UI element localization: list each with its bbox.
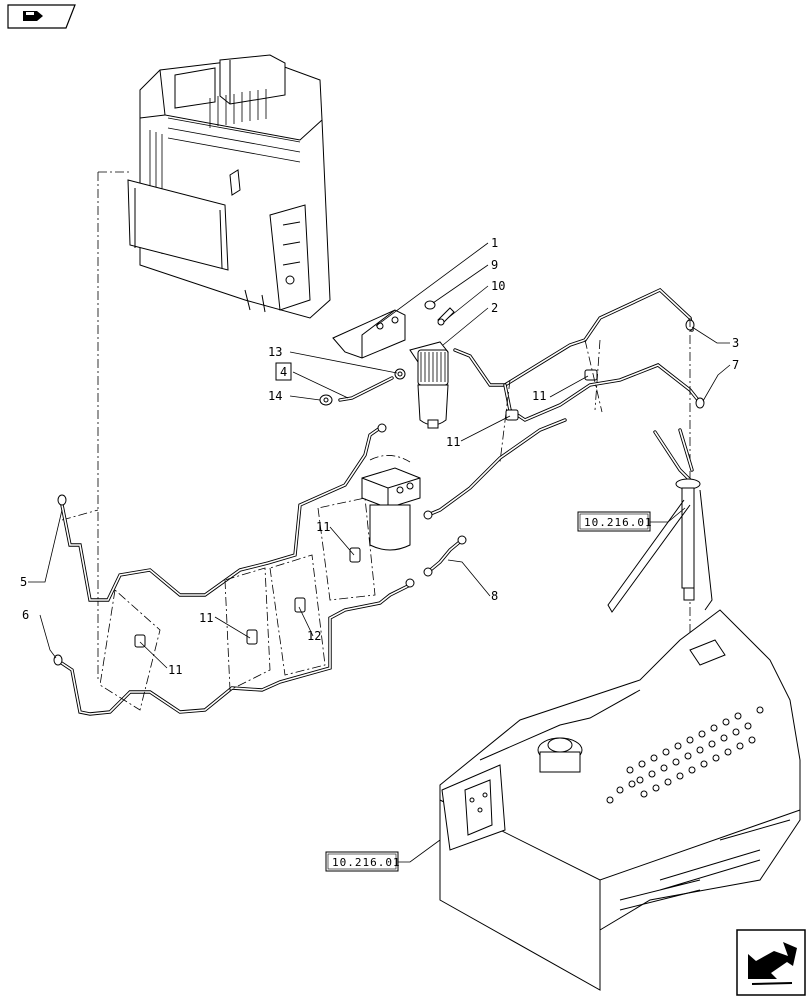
fuel-level-sender — [607, 428, 713, 613]
callout-11-b: 11 — [446, 435, 460, 449]
fitting-14 — [319, 394, 333, 406]
callout-7: 7 — [732, 358, 739, 372]
callout-2: 2 — [491, 301, 498, 315]
callout-14: 14 — [268, 389, 282, 403]
leader-lines — [28, 242, 731, 863]
callout-labels: 1 9 10 2 13 4 14 3 7 11 11 11 11 11 12 8… — [20, 236, 739, 677]
fuel-filter — [409, 341, 449, 429]
callout-11-d: 11 — [199, 611, 213, 625]
water-separator — [361, 455, 421, 551]
callout-4: 4 — [280, 365, 287, 379]
lower-fuel-lines — [53, 423, 467, 716]
callout-10: 10 — [491, 279, 505, 293]
book-pointer-icon[interactable] — [7, 4, 76, 29]
next-page-arrow-icon[interactable] — [736, 929, 806, 996]
callout-11-c: 11 — [316, 520, 330, 534]
reference-lower[interactable]: 10.216.01 — [325, 851, 401, 872]
reference-upper-text: 10.216.01 — [584, 516, 653, 529]
bolt-set — [424, 300, 455, 326]
fuel-lines — [426, 287, 705, 517]
callout-5: 5 — [20, 575, 27, 589]
fitting-13 — [394, 368, 406, 380]
callout-8: 8 — [491, 589, 498, 603]
filter-bracket — [332, 309, 406, 359]
engine-control-unit — [127, 54, 331, 319]
callout-4-box: 4 — [275, 362, 292, 381]
tank-surface-pattern — [606, 706, 764, 804]
callout-12: 12 — [307, 629, 321, 643]
callout-1: 1 — [491, 236, 498, 250]
callout-13: 13 — [268, 345, 282, 359]
callout-3: 3 — [732, 336, 739, 350]
callout-9: 9 — [491, 258, 498, 272]
callout-6: 6 — [22, 608, 29, 622]
reference-upper[interactable]: 10.216.01 — [577, 511, 653, 532]
fuel-tank — [439, 609, 801, 991]
callout-11-e: 11 — [168, 663, 182, 677]
callout-11-a: 11 — [532, 389, 546, 403]
reference-lower-text: 10.216.01 — [332, 856, 401, 869]
